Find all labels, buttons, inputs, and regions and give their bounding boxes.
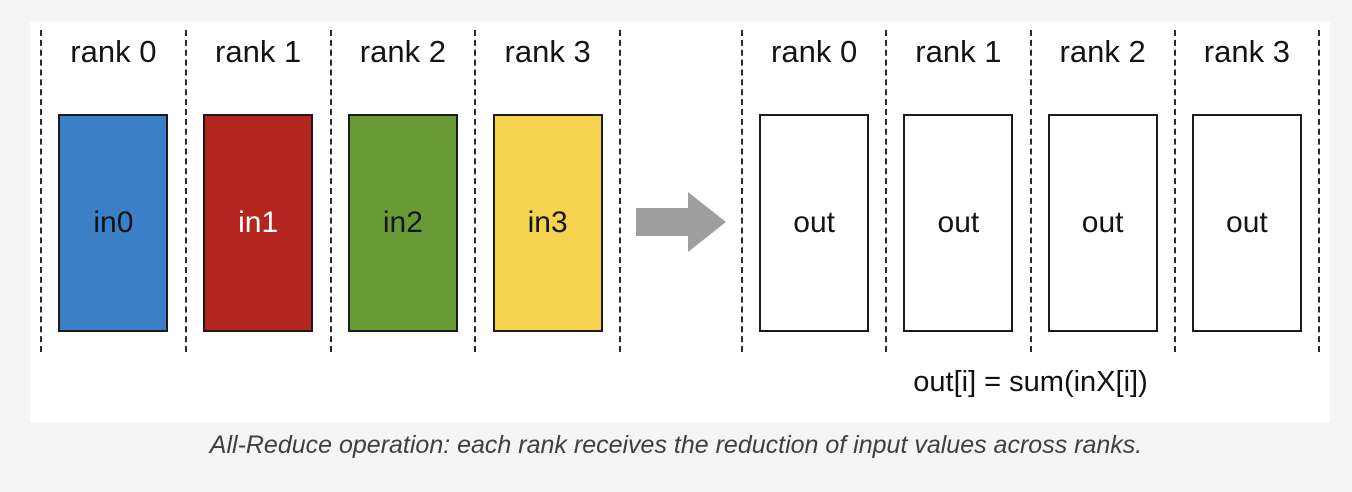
diagram-panel: rank 0 in0 rank 1 in1 rank 2 in2 — [30, 22, 1330, 422]
output-box-out0: out — [759, 114, 870, 332]
rank-column-out0: rank 0 out — [741, 30, 885, 352]
box-label: in3 — [527, 206, 568, 239]
input-box-in1: in1 — [203, 114, 314, 332]
output-box-out3: out — [1191, 114, 1302, 332]
right-arrow-icon — [636, 192, 726, 252]
rank-column-out3: rank 3 out — [1173, 30, 1318, 352]
rank-column-out2: rank 2 out — [1029, 30, 1174, 352]
input-ranks-group: rank 0 in0 rank 1 in1 rank 2 in2 — [40, 30, 621, 352]
output-box-out2: out — [1047, 114, 1158, 332]
box-label: in0 — [93, 206, 134, 239]
box-label: in1 — [238, 206, 279, 239]
rank-label: rank 3 — [1203, 34, 1290, 69]
rank-label: rank 2 — [1059, 34, 1146, 69]
input-box-in3: in3 — [492, 114, 603, 332]
box-label: out — [1081, 206, 1124, 239]
rank-label: rank 0 — [771, 34, 858, 69]
box-label: out — [793, 206, 835, 239]
rank-column-out1: rank 1 out — [885, 30, 1029, 352]
formula-text: out[i] = sum(inX[i]) — [913, 366, 1148, 398]
box-label: out — [1226, 206, 1268, 239]
output-ranks-group: rank 0 out rank 1 out rank 2 out — [741, 30, 1320, 352]
rank-column-in3: rank 3 in3 — [474, 30, 619, 352]
input-box-in0: in0 — [58, 114, 169, 332]
groups-row: rank 0 in0 rank 1 in1 rank 2 in2 — [40, 30, 1320, 352]
rank-label: rank 1 — [915, 34, 1002, 69]
rank-label: rank 1 — [215, 34, 302, 69]
rank-column-in1: rank 1 in1 — [184, 30, 330, 352]
rank-column-in0: rank 0 in0 — [40, 30, 185, 352]
rank-label: rank 3 — [504, 34, 591, 69]
figure-caption: All-Reduce operation: each rank receives… — [209, 431, 1143, 459]
box-label: in2 — [382, 206, 423, 239]
rank-column-in2: rank 2 in2 — [329, 30, 475, 352]
rank-label: rank 2 — [359, 34, 446, 69]
rank-label: rank 0 — [70, 34, 157, 69]
output-box-out1: out — [903, 114, 1014, 332]
input-box-in2: in2 — [347, 114, 458, 332]
box-label: out — [937, 206, 980, 239]
arrow-zone — [621, 30, 741, 352]
